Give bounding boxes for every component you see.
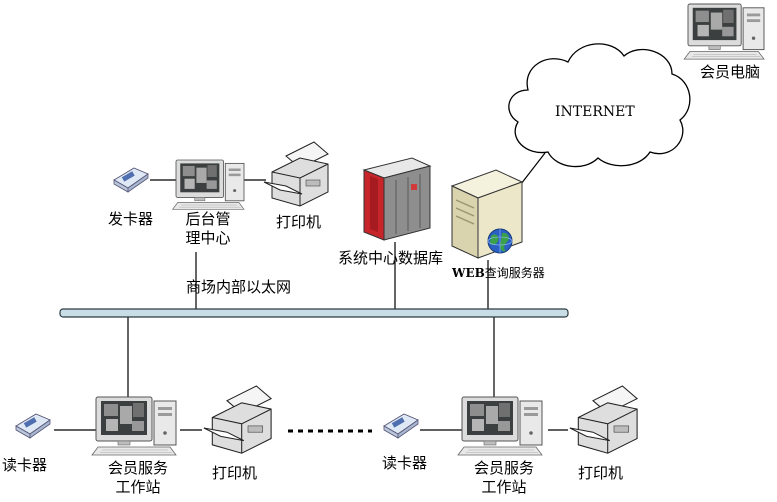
station-left-label-line2: 工作站 [115, 477, 161, 496]
printer-icon [263, 141, 329, 207]
web-server-label: WEB查询服务器 [452, 266, 545, 281]
member-pc-label: 会员电脑 [700, 63, 761, 81]
card-issuer-label: 发卡器 [108, 210, 154, 228]
web-server-label-prefix: WEB [452, 266, 485, 280]
printer-bottom-right-label: 打印机 [578, 464, 624, 482]
station-left-label: 会员服务 工作站 [100, 459, 176, 497]
backend-label-line1: 后台管 [185, 210, 231, 228]
card-reader-left-label: 读卡器 [2, 456, 48, 474]
printer-icon [203, 385, 272, 454]
backend-label: 后台管 理中心 [180, 210, 236, 248]
backend-label-line2: 理中心 [185, 228, 231, 247]
ethernet-bus [59, 308, 569, 318]
lan-label: 商场内部以太网 [186, 278, 292, 296]
database-server-icon [362, 157, 432, 241]
card-reader-right-label: 读卡器 [382, 454, 428, 472]
globe-icon [487, 228, 513, 254]
workstation-icon [91, 396, 177, 456]
database-label: 系统中心数据库 [338, 249, 444, 267]
internet-label: INTERNET [555, 104, 635, 120]
station-left-label-line1: 会员服务 [107, 459, 168, 477]
card-reader-icon [383, 413, 419, 439]
web-server-label-suffix: 查询服务器 [484, 266, 545, 280]
printer-bottom-left-label: 打印机 [212, 464, 258, 482]
member-pc-icon [683, 3, 765, 60]
station-right-label-line2: 工作站 [481, 477, 527, 496]
internet-cloud-icon [508, 43, 691, 168]
station-right-label: 会员服务 工作站 [466, 459, 542, 497]
printer-top-label: 打印机 [276, 213, 322, 231]
backend-pc-icon [172, 159, 245, 210]
card-reader-icon [15, 413, 51, 439]
station-right-label-line1: 会员服务 [473, 459, 534, 477]
workstation-icon [457, 396, 543, 456]
printer-icon [569, 385, 638, 454]
card-issuer-icon [113, 167, 149, 193]
connection-lines [54, 63, 669, 431]
